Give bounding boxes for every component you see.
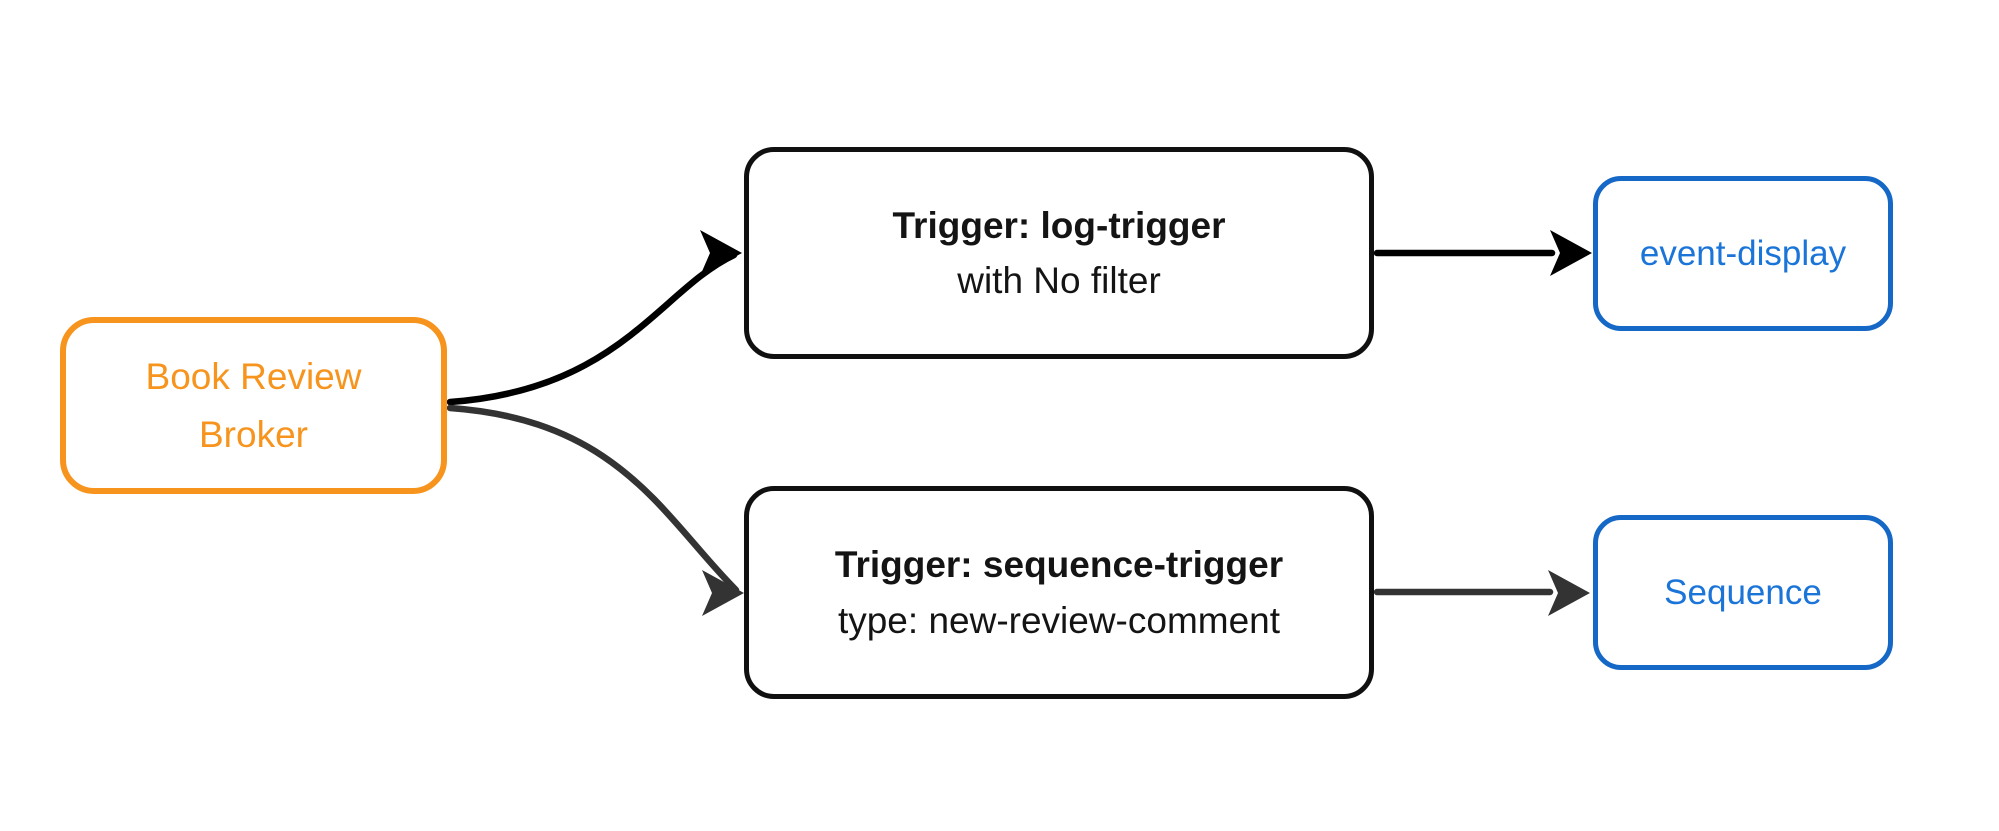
node-event-display: event-display bbox=[1593, 176, 1893, 331]
node-sequence-trigger: Trigger: sequence-trigger type: new-revi… bbox=[744, 486, 1374, 699]
arrowhead-event-display bbox=[1550, 230, 1592, 276]
edge-broker-to-log-trigger bbox=[446, 251, 738, 406]
log-trigger-title: Trigger: log-trigger bbox=[892, 204, 1226, 246]
event-display-label: event-display bbox=[1639, 233, 1847, 273]
edge-broker-to-sequence-trigger bbox=[446, 404, 740, 594]
node-sequence: Sequence bbox=[1593, 515, 1893, 670]
sequence-trigger-subtitle: type: new-review-comment bbox=[837, 599, 1281, 641]
arrowhead-sequence bbox=[1548, 570, 1590, 616]
sequence-trigger-title: Trigger: sequence-trigger bbox=[834, 544, 1284, 585]
node-book-review-broker: Book Review Broker bbox=[60, 317, 447, 494]
broker-label: Book Review Broker bbox=[145, 356, 362, 455]
node-log-trigger: Trigger: log-trigger with No filter bbox=[744, 147, 1374, 359]
arrowhead-log-trigger bbox=[700, 230, 742, 276]
log-trigger-subtitle: with No filter bbox=[957, 260, 1161, 301]
sequence-label: Sequence bbox=[1664, 572, 1822, 612]
arrowhead-sequence-trigger bbox=[702, 570, 744, 616]
